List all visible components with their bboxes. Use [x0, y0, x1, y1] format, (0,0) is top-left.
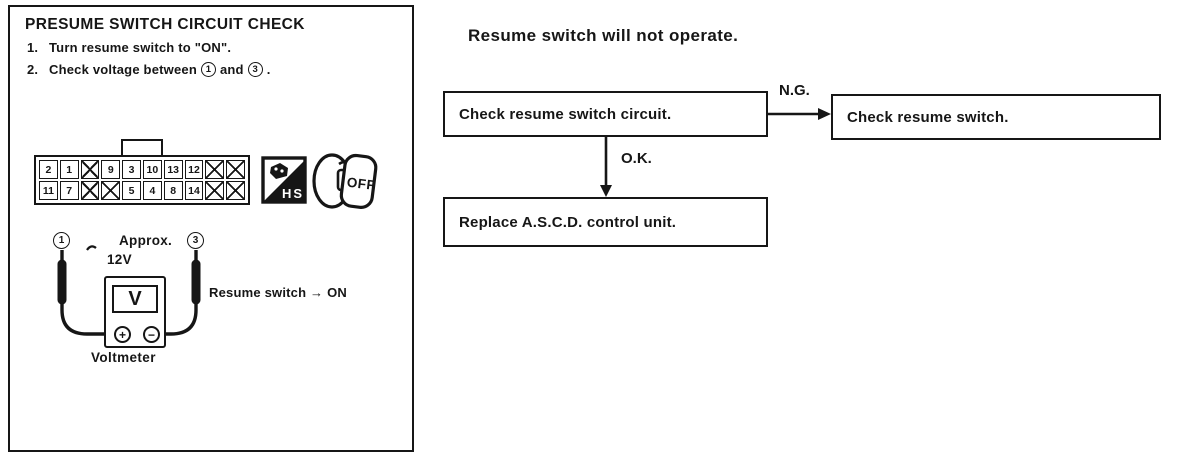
- step-text: Check voltage between: [49, 62, 197, 77]
- voltmeter-label: Voltmeter: [91, 350, 156, 365]
- pin-1-badge: 1: [200, 62, 216, 77]
- step-text: and: [219, 62, 244, 77]
- connector-pin: 10: [142, 160, 162, 179]
- hs-label: HS: [282, 186, 304, 201]
- approx-voltage-line2: 12V: [107, 252, 132, 267]
- key-position-label: OFF: [346, 175, 376, 193]
- step-text: .: [266, 62, 271, 77]
- voltmeter-display: V: [112, 285, 158, 313]
- crossed-cavity: [226, 160, 245, 179]
- arrowhead-right: [818, 108, 831, 120]
- flow-step-check-switch: Check resume switch.: [831, 94, 1161, 140]
- step-1: 1. Turn resume switch to "ON".: [27, 40, 231, 55]
- connector-pin: 4: [142, 181, 162, 200]
- connector-pin: 14: [184, 181, 204, 200]
- connector-pin: 7: [59, 181, 79, 200]
- pin-3-badge: 3: [247, 62, 263, 77]
- connector-pin: 3: [122, 160, 141, 179]
- connector-pin: 5: [122, 181, 141, 200]
- test-lead-wires: [57, 245, 201, 336]
- crossed-cavity: [80, 160, 100, 179]
- harness-side-icon: HS: [261, 156, 307, 204]
- edge-label-ok: O.K.: [621, 150, 652, 167]
- arrowhead-down: [600, 185, 612, 197]
- approx-voltage-line1: Approx.: [119, 233, 173, 248]
- flow-step-label: Replace A.S.C.D. control unit.: [459, 213, 677, 231]
- connector-pinout: 2 1 9 3 10 13 12 11 7 5 4 8 14: [34, 155, 250, 205]
- mini-connector-glyph: [270, 163, 288, 179]
- connector-pin: 9: [101, 160, 121, 179]
- connector-pin: 11: [39, 181, 58, 200]
- positive-terminal: +: [114, 326, 131, 343]
- connector-latch-tab: [121, 139, 163, 158]
- label-pointer-squiggle: [86, 245, 97, 251]
- panel-title: PRESUME SWITCH CIRCUIT CHECK: [25, 16, 305, 33]
- connector-pin: 13: [163, 160, 183, 179]
- step-number: 1.: [27, 40, 39, 55]
- flowchart-title: Resume switch will not operate.: [468, 26, 739, 45]
- connector-pin: 2: [39, 160, 58, 179]
- step-2: 2. Check voltage between 1 and 3 .: [27, 62, 271, 77]
- flow-step-check-circuit: Check resume switch circuit.: [443, 91, 768, 137]
- pin-1-terminal: 1: [53, 232, 70, 249]
- flow-step-label: Check resume switch.: [847, 108, 1009, 126]
- flow-step-label: Check resume switch circuit.: [459, 105, 672, 123]
- edge-label-ng: N.G.: [779, 82, 810, 99]
- voltmeter-body: V + −: [104, 276, 166, 348]
- crossed-cavity: [226, 181, 245, 200]
- flow-step-replace-unit: Replace A.S.C.D. control unit.: [443, 197, 768, 247]
- negative-terminal: −: [143, 326, 160, 343]
- pin-3-terminal: 3: [187, 232, 204, 249]
- voltmeter-figure: 1 3 Approx. 12V V + − Voltmeter: [39, 224, 249, 374]
- connector-pin: 8: [163, 181, 183, 200]
- crossed-cavity: [205, 181, 225, 200]
- step-number: 2.: [27, 62, 39, 77]
- crossed-cavity: [101, 181, 121, 200]
- step-text: Turn resume switch to "ON".: [49, 40, 232, 55]
- resume-switch-on-note: Resume switch → ON: [209, 285, 347, 300]
- crossed-cavity: [205, 160, 225, 179]
- ignition-off-key-icon: OFF: [312, 153, 378, 209]
- circuit-check-panel: PRESUME SWITCH CIRCUIT CHECK 1. Turn res…: [8, 5, 414, 452]
- connector-pin: 1: [59, 160, 79, 179]
- crossed-cavity: [80, 181, 100, 200]
- connector-pin: 12: [184, 160, 204, 179]
